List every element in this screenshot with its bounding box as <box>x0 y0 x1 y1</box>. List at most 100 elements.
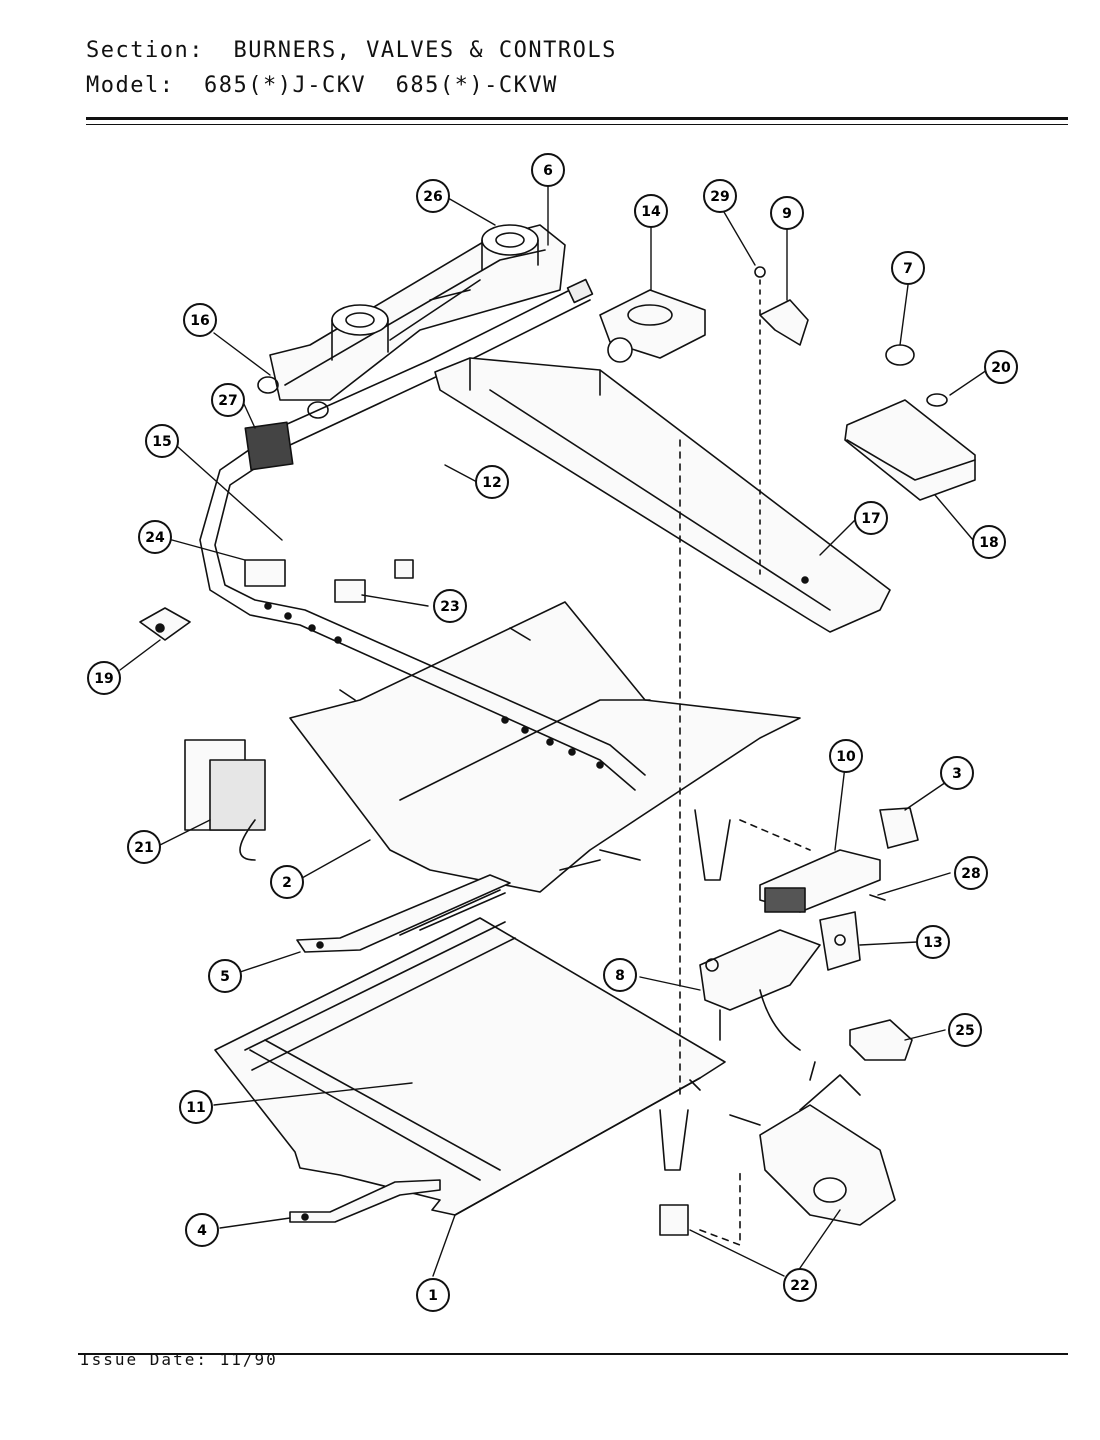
callout-circle <box>916 925 950 959</box>
callout-circle <box>416 1278 450 1312</box>
section-title: Section: BURNERS, VALVES & CONTROLS <box>86 38 617 63</box>
callout-number: 10 <box>836 749 856 765</box>
callout-number: 7 <box>903 261 913 277</box>
timer-clock <box>184 739 266 861</box>
callout-circle <box>854 501 888 535</box>
callout-19: 19 <box>87 661 121 695</box>
model-line: Model: 685(*)J-CKV 685(*)-CKVW <box>86 73 558 98</box>
callout-circle <box>416 179 450 213</box>
callout-circle <box>127 830 161 864</box>
callout-number: 16 <box>190 313 209 329</box>
callout-circle <box>972 525 1006 559</box>
callout-number: 6 <box>543 163 553 179</box>
callout-16: 16 <box>183 303 217 337</box>
oven-igniter <box>759 807 919 913</box>
issue-date: Issue Date: 11/90 <box>80 1350 278 1369</box>
thermostat-box <box>844 344 976 501</box>
callout-28: 28 <box>954 856 988 890</box>
callout-2: 2 <box>270 865 304 899</box>
callout-18: 18 <box>972 525 1006 559</box>
callout-29: 29 <box>703 179 737 213</box>
callout-circle <box>770 196 804 230</box>
callout-circle <box>634 194 668 228</box>
callout-number: 9 <box>782 206 792 222</box>
wire-clip <box>849 1019 913 1061</box>
callout-circle <box>179 1090 213 1124</box>
callout-circle <box>145 424 179 458</box>
callout-8: 8 <box>603 958 637 992</box>
model-key: Model: <box>86 73 175 98</box>
callout-number: 8 <box>615 968 625 984</box>
callout-17: 17 <box>854 501 888 535</box>
callout-circle <box>185 1213 219 1247</box>
callout-number: 20 <box>991 360 1011 376</box>
callout-7: 7 <box>891 251 925 285</box>
callout-circle <box>270 865 304 899</box>
callout-number: 2 <box>282 875 292 891</box>
header-rule-thick <box>86 117 1068 120</box>
igniter-plate <box>819 911 861 971</box>
infinite-switch <box>244 421 294 471</box>
pressure-regulator <box>599 289 706 363</box>
callout-5: 5 <box>208 959 242 993</box>
callout-circle <box>829 739 863 773</box>
callout-3: 3 <box>940 756 974 790</box>
callout-circle <box>531 153 565 187</box>
callout-number: 18 <box>979 535 998 551</box>
callout-12: 12 <box>475 465 509 499</box>
callout-number: 23 <box>440 599 459 615</box>
callout-25: 25 <box>948 1013 982 1047</box>
callout-4: 4 <box>185 1213 219 1247</box>
callout-10: 10 <box>829 739 863 773</box>
oven-safety-valve <box>659 1061 896 1236</box>
callout-27: 27 <box>211 383 245 417</box>
callout-circle <box>940 756 974 790</box>
callout-6: 6 <box>531 153 565 187</box>
lower-burner-bracket <box>289 1179 441 1223</box>
callout-number: 28 <box>961 866 980 882</box>
callout-number: 12 <box>482 475 501 491</box>
callout-26: 26 <box>416 179 450 213</box>
footer-rule <box>78 1353 1068 1355</box>
pipe-clip <box>754 266 809 581</box>
callout-circle <box>603 958 637 992</box>
callout-number: 14 <box>641 204 661 220</box>
callout-1: 1 <box>416 1278 450 1312</box>
callout-number: 21 <box>134 840 153 856</box>
callout-number: 26 <box>423 189 442 205</box>
callout-number: 19 <box>94 671 113 687</box>
oven-bottom-panel <box>214 917 726 1216</box>
callout-24: 24 <box>138 520 172 554</box>
callout-number: 1 <box>428 1288 438 1304</box>
callout-circle <box>891 251 925 285</box>
header-rule-thin <box>86 124 1068 125</box>
callout-number: 24 <box>145 530 165 546</box>
callout-number: 25 <box>955 1023 974 1039</box>
callout-circle <box>783 1268 817 1302</box>
surface-burner-assembly <box>257 224 566 419</box>
callout-circle <box>211 383 245 417</box>
callout-circle <box>87 661 121 695</box>
section-key: Section: <box>86 38 204 63</box>
rear-support-bracket <box>434 357 891 633</box>
callout-22: 22 <box>783 1268 817 1302</box>
callout-number: 3 <box>952 766 962 782</box>
callout-circle <box>138 520 172 554</box>
callout-circle <box>208 959 242 993</box>
callout-number: 5 <box>220 969 230 985</box>
callout-circle <box>984 350 1018 384</box>
callout-circle <box>703 179 737 213</box>
section-value: BURNERS, VALVES & CONTROLS <box>233 38 617 63</box>
pilot-assembly <box>699 929 821 1041</box>
oven-burner-tubes <box>659 809 801 1171</box>
leader-lines <box>119 185 988 1277</box>
callout-number: 27 <box>218 393 237 409</box>
callout-number: 13 <box>923 935 942 951</box>
callout-23: 23 <box>433 589 467 623</box>
burner-valve <box>244 559 414 603</box>
callout-number: 15 <box>152 434 171 450</box>
callout-21: 21 <box>127 830 161 864</box>
callout-15: 15 <box>145 424 179 458</box>
callout-11: 11 <box>179 1090 213 1124</box>
callout-circle <box>948 1013 982 1047</box>
